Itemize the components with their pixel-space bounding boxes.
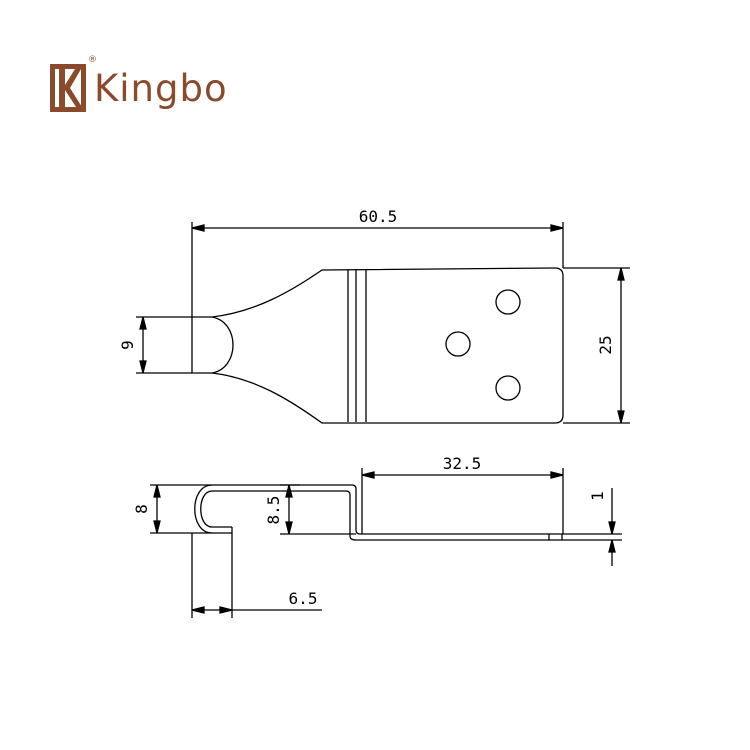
mounting-hole (495, 289, 521, 315)
dimension-label-side-span: 32.5 (443, 454, 482, 473)
dimension-top-width: 60.5 (191, 207, 564, 317)
dimension-label-hook-height: 8 (132, 504, 151, 514)
dimension-hook-width: 6.5 (191, 533, 322, 618)
dimension-label-hook-width: 6.5 (289, 589, 318, 608)
dimension-thickness: 1 (562, 488, 622, 566)
side-view (194, 484, 563, 541)
dimension-label-left-tab: 9 (118, 340, 137, 350)
dimension-left-tab: 9 (118, 316, 192, 374)
dimension-label-step-height: 8.5 (264, 496, 283, 525)
registered-mark: ® (88, 55, 97, 65)
side-view-profile-inner (200, 490, 562, 541)
brand-name: Kingbo (94, 67, 228, 110)
dimension-hook-height: 8 (132, 484, 212, 534)
dimension-side-span: 32.5 (361, 454, 564, 534)
mounting-hole (495, 375, 521, 401)
top-view-outline (191, 267, 564, 424)
dimension-label-right-height: 25 (596, 335, 615, 354)
dimension-label-top-width: 60.5 (359, 207, 398, 226)
logo-emblem-icon (50, 64, 86, 112)
mounting-hole (445, 331, 471, 357)
top-view (191, 267, 564, 424)
dimension-label-thickness: 1 (588, 491, 607, 501)
kingbo-logo: ® (50, 55, 97, 112)
round-tab (211, 316, 234, 374)
dimension-right-height: 25 (563, 267, 630, 424)
side-view-profile (194, 484, 562, 535)
dimension-step-height: 8.5 (264, 484, 356, 535)
